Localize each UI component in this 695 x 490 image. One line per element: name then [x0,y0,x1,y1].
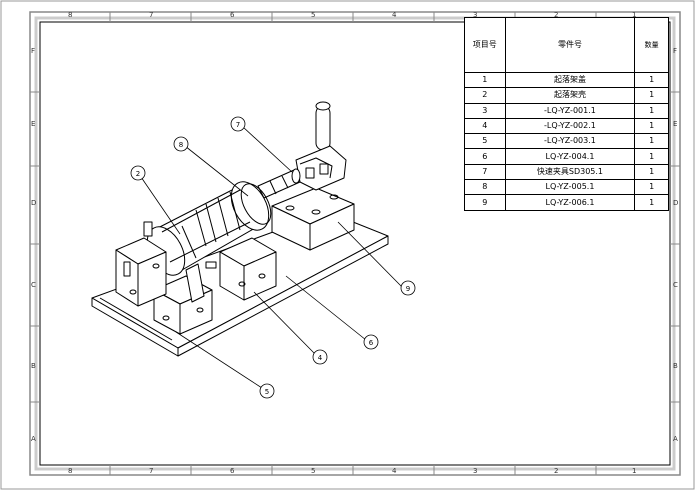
zone-top-1: 1 [632,11,637,19]
balloon-8: 8 [173,136,189,152]
toggle-clamp [295,101,347,191]
bom-item: 8 [464,179,506,196]
balloon-4: 4 [312,349,328,365]
bom-part: 起落架壳 [504,87,636,104]
clamp-block [271,187,355,251]
bom-qty: 1 [634,163,669,181]
zone-right-D: D [673,199,679,207]
plunger-rod [257,168,301,199]
balloon-9: 9 [400,280,416,296]
bom-item: 1 [464,71,506,89]
bom-item: 6 [464,148,506,165]
bom-part: -LQ-YZ-002.1 [504,117,636,135]
bom-part: -LQ-YZ-001.1 [504,102,636,119]
bom-item: 7 [464,163,506,181]
bom-qty: 1 [634,71,669,89]
balloon-6-label: 6 [369,339,374,347]
balloon-8-label: 8 [179,141,183,149]
zone-right-A: A [673,435,678,443]
balloon-7: 7 [230,116,246,132]
balloons: 7 8 2 9 6 4 5 [130,116,416,399]
zone-top-5: 5 [311,11,316,19]
bom-part: 起落架盖 [504,71,636,89]
zone-bottom-7: 7 [149,467,154,475]
bom-qty: 1 [634,133,669,150]
bom-item: 3 [464,102,506,119]
balloon-4-label: 4 [318,354,323,362]
zone-bottom-6: 6 [230,467,235,475]
bom-item: 2 [464,87,506,104]
zone-right-C: C [673,281,678,289]
balloon-5-label: 5 [265,388,269,396]
end-plate [115,237,167,307]
zone-top-8: 8 [68,11,73,19]
bom-part: LQ-YZ-005.1 [504,179,636,196]
zone-bottom-4: 4 [392,467,397,475]
balloon-2: 2 [130,165,146,181]
zone-top-7: 7 [149,11,154,19]
zone-right-F: F [673,47,678,55]
bom-header-row: 项目号 零件号 数量 [464,17,669,73]
balloon-6: 6 [363,334,379,350]
zone-bottom-5: 5 [311,467,316,475]
balloon-9-label: 9 [406,285,410,293]
bom-part: 快速夹具SD305.1 [504,163,636,181]
zone-left-A: A [31,435,36,443]
leader-lines [140,126,403,389]
zone-bottom-2: 2 [554,467,559,475]
bom-item: 9 [464,194,506,211]
zone-top-4: 4 [392,11,397,19]
zone-left-F: F [31,47,36,55]
bom-item: 5 [464,133,506,150]
bom-qty: 1 [634,87,669,104]
zone-bottom-3: 3 [473,467,478,475]
zone-left-B: B [31,362,36,370]
zone-top-3: 3 [473,11,478,19]
bom-qty: 1 [634,117,669,135]
zone-top-2: 2 [554,11,559,19]
balloon-2-label: 2 [136,170,140,178]
zone-left-C: C [31,281,36,289]
bom-header-part: 零件号 [504,17,636,73]
bom-qty: 1 [634,179,669,196]
bom-header-qty: 数量 [634,17,669,73]
zone-left-D: D [31,199,37,207]
bom-part: LQ-YZ-006.1 [504,194,636,211]
zone-right-B: B [673,362,678,370]
zone-bottom-8: 8 [68,467,73,475]
bom-part: -LQ-YZ-003.1 [504,133,636,150]
bom-header-item: 项目号 [464,17,506,73]
zone-top-6: 6 [230,11,235,19]
zone-left-E: E [31,120,36,128]
balloon-5: 5 [259,383,275,399]
zone-right-E: E [673,120,678,128]
zone-bottom-1: 1 [632,467,637,475]
bom-qty: 1 [634,194,669,211]
v-block-front [153,263,213,335]
assembly-view [91,101,403,389]
bom-part: LQ-YZ-004.1 [504,148,636,165]
balloon-7-label: 7 [236,121,240,129]
v-block-rear [219,237,277,301]
bom-qty: 1 [634,148,669,165]
bom-item: 4 [464,117,506,135]
bom-qty: 1 [634,102,669,119]
